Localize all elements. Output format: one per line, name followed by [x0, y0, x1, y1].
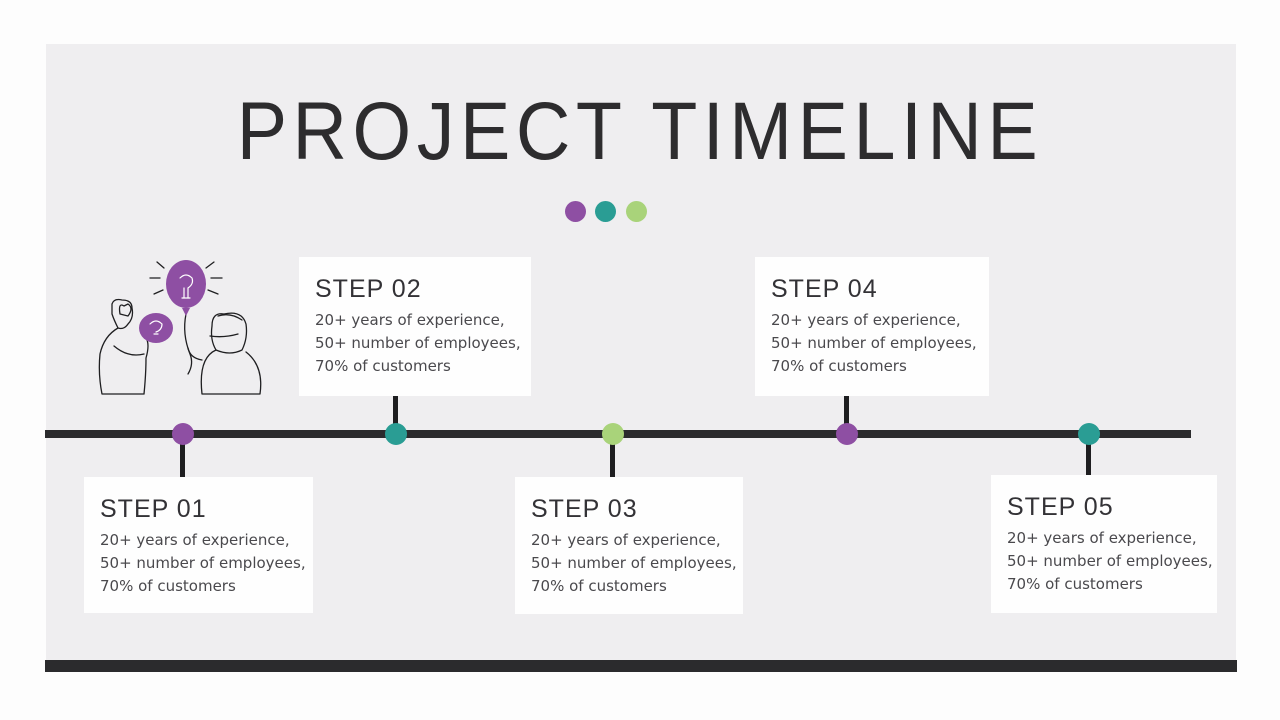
connector-step-05 — [1086, 438, 1091, 476]
step-detail-line: 20+ years of experience, — [100, 531, 290, 549]
step-title: STEP 02 — [315, 275, 422, 303]
connector-step-01 — [180, 438, 185, 478]
timeline-node-step-03 — [602, 423, 624, 445]
step-detail-line: 50+ number of employees, — [100, 554, 306, 572]
people-with-lightbulb-balloon-illustration — [98, 260, 262, 395]
step-detail-line: 70% of customers — [771, 357, 907, 375]
step-detail-line: 70% of customers — [531, 577, 667, 595]
step-detail-line: 20+ years of experience, — [771, 311, 961, 329]
step-detail-line: 20+ years of experience, — [1007, 529, 1197, 547]
decor-dot-teal — [595, 201, 616, 222]
timeline-node-step-04 — [836, 423, 858, 445]
step-card-05: STEP 05 20+ years of experience, 50+ num… — [991, 475, 1217, 613]
step-detail-line: 70% of customers — [1007, 575, 1143, 593]
decor-dot-purple — [565, 201, 586, 222]
timeline-node-step-02 — [385, 423, 407, 445]
step-title: STEP 03 — [531, 495, 638, 523]
step-detail-line: 50+ number of employees, — [315, 334, 521, 352]
step-card-02: STEP 02 20+ years of experience, 50+ num… — [299, 257, 531, 396]
connector-step-03 — [610, 438, 615, 478]
step-card-04: STEP 04 20+ years of experience, 50+ num… — [755, 257, 989, 396]
step-title: STEP 05 — [1007, 493, 1114, 521]
step-card-03: STEP 03 20+ years of experience, 50+ num… — [515, 477, 743, 614]
step-detail-line: 20+ years of experience, — [315, 311, 505, 329]
timeline-node-step-05 — [1078, 423, 1100, 445]
step-detail-line: 70% of customers — [315, 357, 451, 375]
step-detail-line: 20+ years of experience, — [531, 531, 721, 549]
connector-step-04 — [844, 396, 849, 434]
step-title: STEP 01 — [100, 495, 207, 523]
bottom-bar — [45, 660, 1237, 672]
connector-step-02 — [393, 396, 398, 434]
step-detail-line: 70% of customers — [100, 577, 236, 595]
timeline-node-step-01 — [172, 423, 194, 445]
page-title: PROJECT TIMELINE — [236, 86, 1044, 177]
step-card-01: STEP 01 20+ years of experience, 50+ num… — [84, 477, 313, 613]
decor-dot-green — [626, 201, 647, 222]
step-title: STEP 04 — [771, 275, 878, 303]
step-detail-line: 50+ number of employees, — [771, 334, 977, 352]
step-detail-line: 50+ number of employees, — [531, 554, 737, 572]
step-detail-line: 50+ number of employees, — [1007, 552, 1213, 570]
